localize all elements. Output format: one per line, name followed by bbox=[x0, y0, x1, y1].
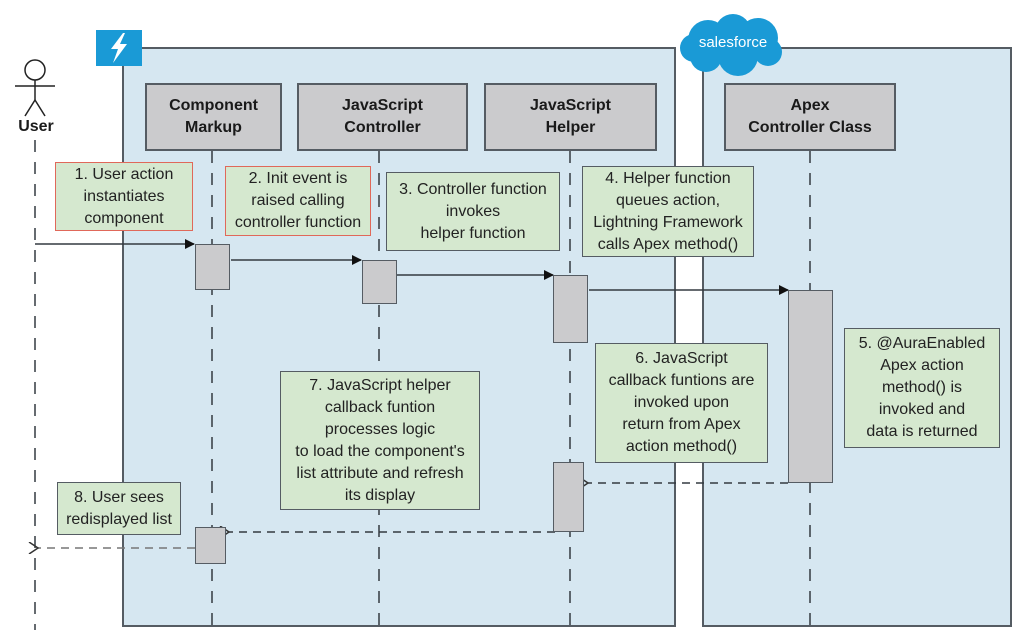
note-step-4: 4. Helper function queues action, Lightn… bbox=[582, 166, 754, 257]
cloud-icon bbox=[680, 14, 782, 76]
activation-markup-1 bbox=[195, 244, 230, 290]
lightning-bolt-icon bbox=[111, 33, 127, 63]
stick-figure-icon bbox=[15, 59, 55, 117]
activation-markup-2 bbox=[195, 527, 226, 564]
note-step-7: 7. JavaScript helper callback funtion pr… bbox=[280, 371, 480, 510]
note-step-6: 6. JavaScript callback funtions are invo… bbox=[595, 343, 768, 463]
activation-helper-1 bbox=[553, 275, 588, 343]
lifeline-component-markup: Component Markup bbox=[145, 83, 282, 151]
note-step-1: 1. User action instantiates component bbox=[55, 162, 193, 231]
salesforce-label: salesforce bbox=[698, 34, 768, 51]
lifeline-js-controller: JavaScript Controller bbox=[297, 83, 468, 151]
actor-label-user: User bbox=[18, 118, 54, 135]
note-step-2: 2. Init event is raised calling controll… bbox=[225, 166, 371, 236]
note-step-8: 8. User sees redisplayed list bbox=[57, 482, 181, 535]
lifeline-apex-controller: Apex Controller Class bbox=[724, 83, 896, 151]
note-step-5: 5. @AuraEnabled Apex action method() is … bbox=[844, 328, 1000, 448]
activation-apex bbox=[788, 290, 833, 483]
lightning-badge bbox=[96, 30, 142, 66]
note-step-3: 3. Controller function invokes helper fu… bbox=[386, 172, 560, 251]
activation-controller bbox=[362, 260, 397, 304]
salesforce-logo: salesforce bbox=[678, 12, 788, 80]
lifeline-js-helper: JavaScript Helper bbox=[484, 83, 657, 151]
activation-helper-2 bbox=[553, 462, 584, 532]
